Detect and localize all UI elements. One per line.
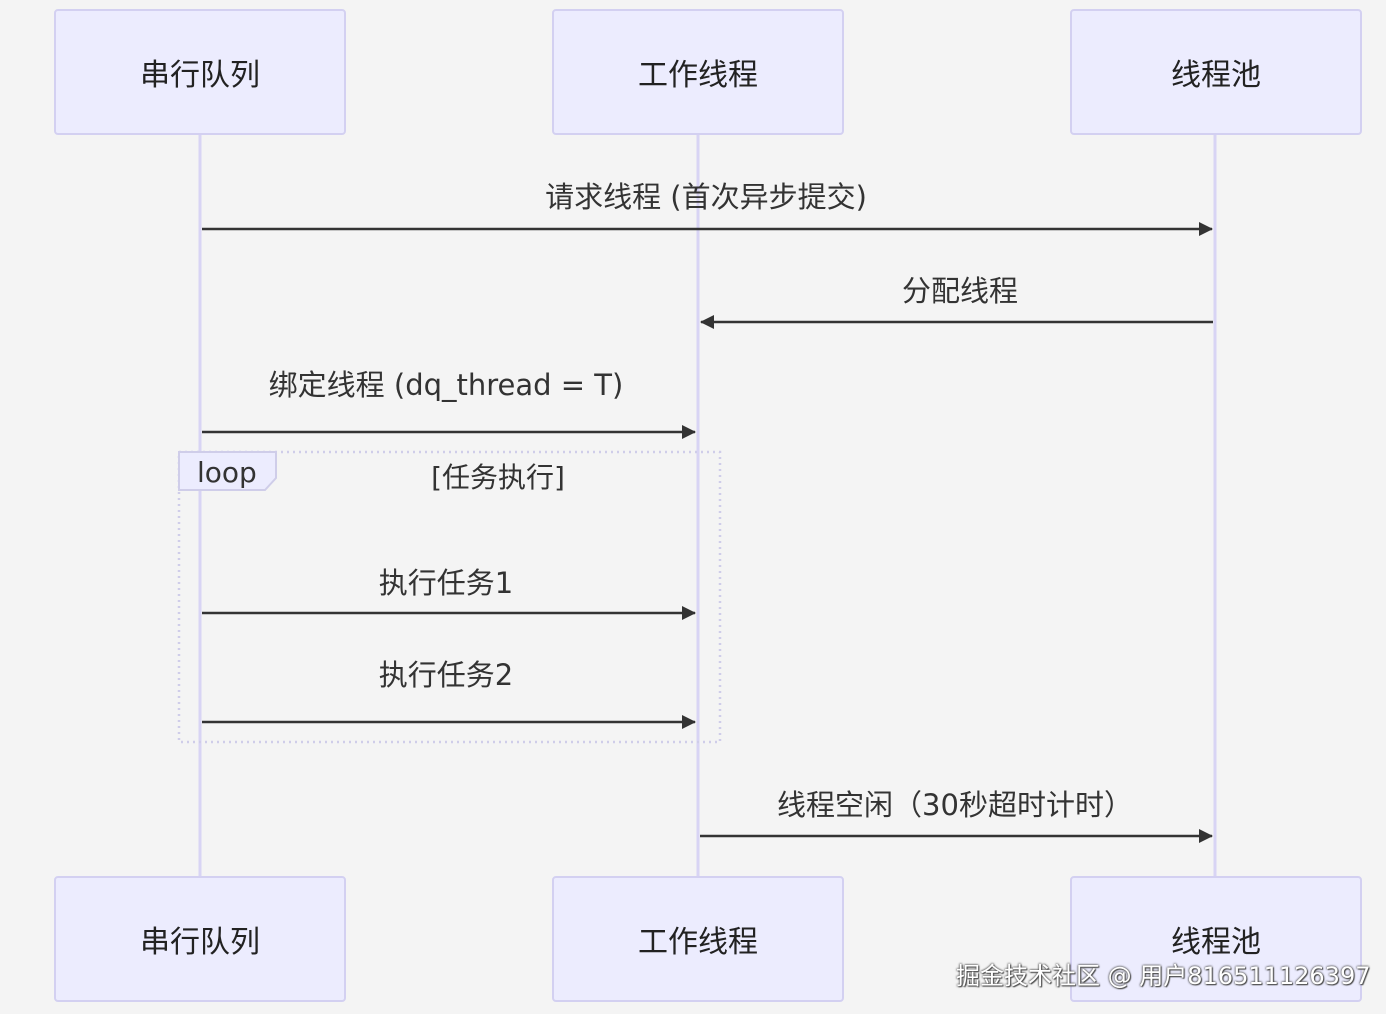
loop-box [177, 450, 722, 744]
loop-keyword: loop [197, 456, 257, 489]
actor-serial-queue-bottom: 串行队列 [54, 876, 346, 1002]
loop-label-tab [178, 451, 277, 491]
message-label-bind-thread: 绑定线程 (dq_thread = T) [268, 368, 624, 402]
message-label-thread-idle: 线程空闲（30秒超时计时） [777, 788, 1133, 822]
loop-condition: [任务执行] [431, 461, 565, 494]
actor-serial-queue-top: 串行队列 [54, 9, 346, 135]
watermark: 掘金技术社区 @ 用户816511126397 [956, 962, 1371, 990]
message-label-request-thread: 请求线程 (首次异步提交) [545, 180, 867, 214]
actor-worker-thread-bottom: 工作线程 [552, 876, 844, 1002]
actor-worker-thread-top: 工作线程 [552, 9, 844, 135]
message-label-assign-thread: 分配线程 [901, 274, 1018, 308]
actor-thread-pool-bottom: 线程池 [1070, 876, 1362, 1002]
actor-thread-pool-top: 线程池 [1070, 9, 1362, 135]
message-label-execute-task-1: 执行任务1 [378, 566, 514, 600]
message-label-execute-task-2: 执行任务2 [378, 658, 514, 692]
